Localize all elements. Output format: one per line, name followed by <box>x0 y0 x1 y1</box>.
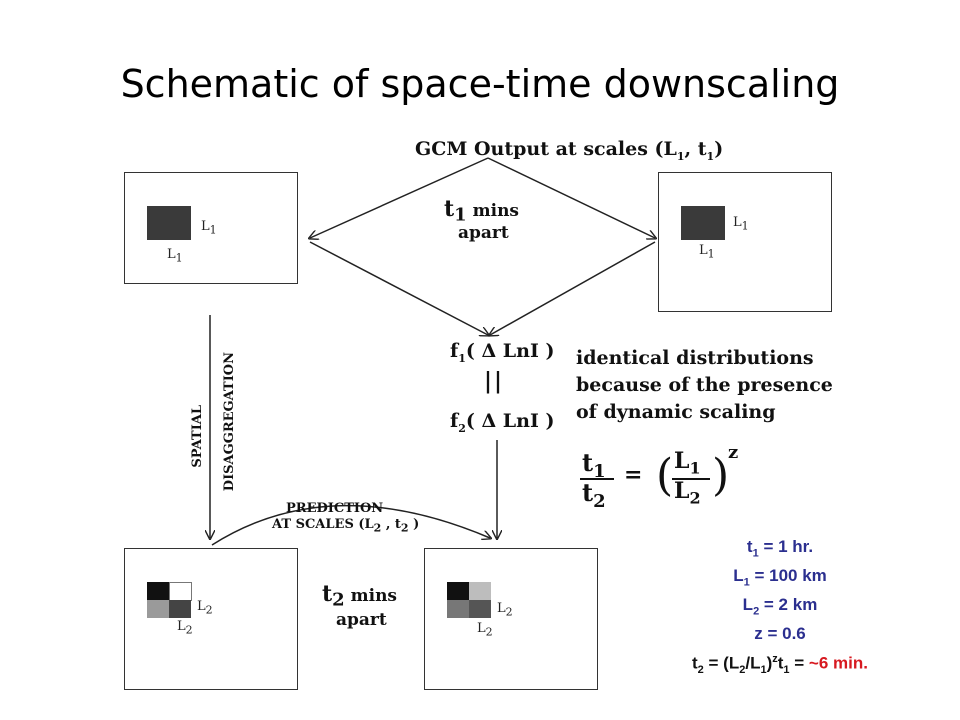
page-title: Schematic of space-time downscaling <box>120 62 840 106</box>
result-value: ~6 min. <box>808 653 868 673</box>
panel-bottom-left: L2 L2 <box>124 548 298 690</box>
f1-distribution: f1( Δ LnI ) <box>450 340 555 365</box>
t2-mins-apart: t2 mins apart <box>322 581 398 631</box>
scaling-equation: t1 t2 = ( L1 L2 ) z <box>578 442 758 512</box>
param-L1: L1 = 100 km <box>733 566 827 589</box>
line-right-to-f1 <box>490 241 656 335</box>
label-L1-right: L1 <box>201 219 217 237</box>
disaggregation-label: DISAGGREGATION <box>222 352 237 492</box>
gcm-output-label: GCM Output at scales (L1, t1) <box>415 138 724 163</box>
line-top-to-right <box>487 157 655 238</box>
fine-cell <box>147 600 169 618</box>
eq-den-left: t2 <box>582 478 606 512</box>
eq-equals: = <box>624 462 643 488</box>
param-z: z = 0.6 <box>754 624 806 643</box>
spatial-label: SPATIAL <box>190 405 205 468</box>
eq-exponent: z <box>728 442 739 463</box>
fine-cell <box>469 582 491 600</box>
f2-distribution: f2( Δ LnI ) <box>450 410 555 435</box>
fine-grid <box>447 582 491 618</box>
panel-top-right: L1 L1 <box>658 172 832 312</box>
eq-fraction-bar-right <box>672 478 710 480</box>
label-L2-right: L2 <box>497 601 513 619</box>
equals-sign: || <box>484 368 505 394</box>
panel-top-left: L1 L1 <box>124 172 298 284</box>
line-top-to-left <box>310 157 489 238</box>
arrow-prediction-curve <box>211 505 490 546</box>
label-L2-right: L2 <box>197 599 213 617</box>
eq-paren-open: ( <box>656 450 674 501</box>
param-t1: t1 = 1 hr. <box>746 537 814 560</box>
fine-cell <box>469 600 491 618</box>
eq-paren-close: ) <box>712 450 730 501</box>
fine-cell <box>169 600 191 618</box>
fine-cell <box>447 600 469 618</box>
eq-num-right: L1 <box>674 448 701 478</box>
fine-cell <box>147 582 169 600</box>
param-t2-formula: t2 = (L2/L1)zt1 = ~6 min. <box>692 653 868 677</box>
line-left-to-f1 <box>309 241 488 335</box>
param-L2: L2 = 2 km <box>742 595 818 618</box>
parameters-block: t1 = 1 hr. L1 = 100 km L2 = 2 km z = 0.6… <box>610 537 950 687</box>
label-L1-right: L1 <box>733 215 749 233</box>
label-L2-below: L2 <box>177 619 193 637</box>
eq-den-right: L2 <box>674 478 701 508</box>
label-L1-below: L1 <box>699 243 715 261</box>
eq-num-left: t1 <box>582 448 606 482</box>
fine-grid <box>147 582 192 618</box>
label-L2-below: L2 <box>477 621 493 639</box>
panel-bottom-right: L2 L2 <box>424 548 598 690</box>
fine-cell <box>169 582 192 601</box>
fine-cell <box>447 582 469 600</box>
identical-distributions-text: identical distributions because of the p… <box>576 347 833 423</box>
eq-fraction-bar-left <box>580 478 614 480</box>
label-L1-below: L1 <box>167 247 183 265</box>
coarse-grid-square <box>681 206 725 240</box>
t1-mins-apart: t1 mins apart <box>444 196 520 244</box>
coarse-grid-square <box>147 206 191 240</box>
prediction-label: PREDICTION AT SCALES (L2 , t2 ) <box>272 501 420 535</box>
